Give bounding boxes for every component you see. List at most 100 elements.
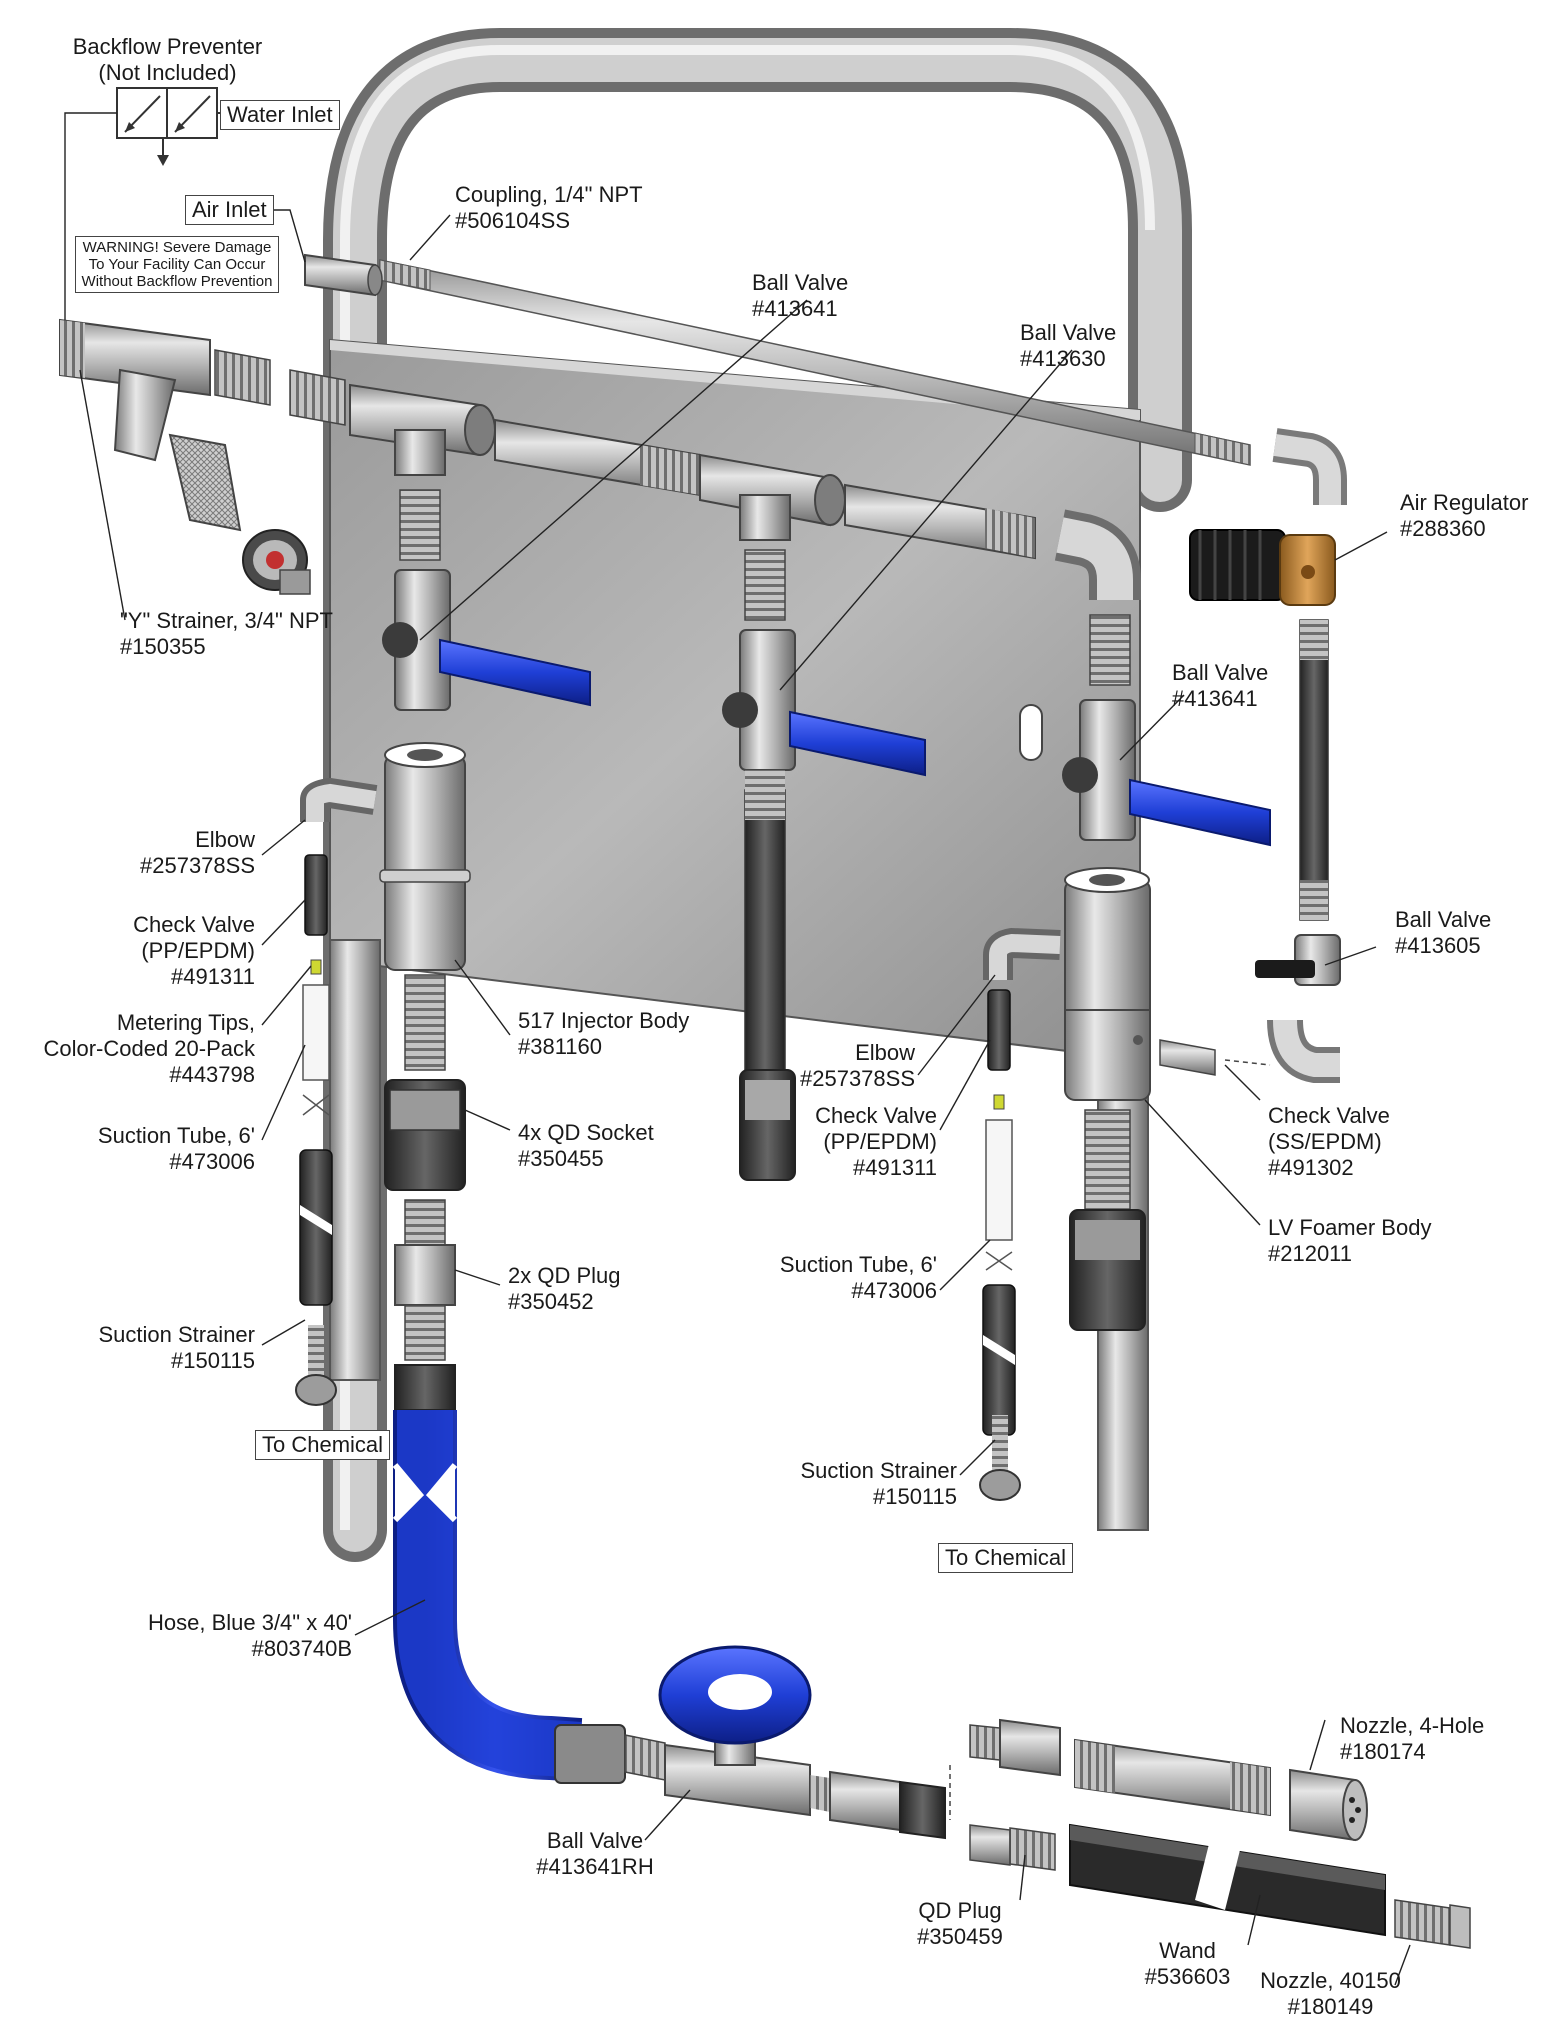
warning-line1: WARNING! Severe Damage	[82, 239, 272, 256]
hose-label: Hose, Blue 3/4" x 40' #803740B	[100, 1610, 352, 1662]
qd-plug-upper-part	[969, 1718, 1061, 1777]
center-outlet-part	[739, 770, 796, 1181]
qd-plug-350459-label: QD Plug #350459	[905, 1898, 1015, 1950]
y-strainer-name: "Y" Strainer, 3/4" NPT	[120, 608, 333, 633]
nozzle-40150-part: #180149	[1287, 1994, 1374, 2019]
wand-part: #536603	[1144, 1964, 1231, 1989]
qd-socket-label: 4x QD Socket #350455	[518, 1120, 654, 1172]
suction-tube-left-label: Suction Tube, 6' #473006	[60, 1123, 255, 1175]
ball-valve-413630-name: Ball Valve	[1020, 320, 1117, 345]
check-valve-right-part: #491311	[852, 1155, 937, 1180]
ball-valve-center-part	[722, 549, 926, 777]
metering-tips-line2: Color-Coded 20-Pack	[43, 1036, 255, 1061]
backflow-line1: Backflow Preventer	[72, 34, 263, 59]
ball-valve-rh-label: Ball Valve #413641RH	[530, 1828, 660, 1880]
elbow-left-label: Elbow #257378SS	[100, 827, 255, 879]
check-valve-left-line1: Check Valve	[133, 912, 255, 937]
ball-valve-413630-part: #413630	[1020, 346, 1106, 371]
ball-valve-413641-right-part: #413641	[1172, 686, 1258, 711]
lv-foamer-body-part	[1064, 867, 1151, 1331]
check-valve-left-part	[304, 854, 328, 936]
to-chemical-right-label: To Chemical	[938, 1543, 1074, 1573]
suction-strainer-left-part: #150115	[170, 1348, 255, 1373]
coupling-part	[304, 253, 383, 297]
check-valve-ss-line1: Check Valve	[1268, 1103, 1390, 1128]
check-valve-right-line1: Check Valve	[815, 1103, 937, 1128]
nozzle-4hole-label: Nozzle, 4-Hole #180174	[1340, 1713, 1484, 1765]
ball-valve-413641-top-name: Ball Valve	[752, 270, 849, 295]
qd-plug-left	[394, 1199, 456, 1411]
backflow-preventer-label: Backflow Preventer (Not Included)	[55, 34, 280, 86]
ball-valve-413641-right-label: Ball Valve #413641	[1172, 660, 1268, 712]
qd-socket-left	[384, 1079, 466, 1191]
air-elbow-part	[1272, 428, 1347, 505]
ball-valve-413605-label: Ball Valve #413605	[1395, 907, 1491, 959]
check-valve-left-label: Check Valve (PP/EPDM) #491311	[100, 912, 255, 990]
injector-body-label: 517 Injector Body #381160	[518, 1008, 689, 1060]
y-strainer-part-number: #150355	[120, 634, 206, 659]
suction-tube-right-part: #473006	[851, 1278, 937, 1303]
qd-socket-name: 4x QD Socket	[518, 1120, 654, 1145]
check-valve-ss-line2: (SS/EPDM)	[1268, 1129, 1382, 1154]
suction-strainer-left-label: Suction Strainer #150115	[60, 1322, 255, 1374]
water-inlet-label: Water Inlet	[220, 100, 340, 130]
hose-part: #803740B	[251, 1636, 352, 1661]
blue-hose-part	[392, 1410, 666, 1784]
air-regulator-part: #288360	[1400, 516, 1486, 541]
check-valve-right-part	[987, 989, 1011, 1071]
air-nipple-part	[1299, 619, 1329, 921]
warning-line2: To Your Facility Can Occur	[88, 256, 266, 273]
ball-valve-left-part	[382, 489, 591, 711]
check-valve-right-label: Check Valve (PP/EPDM) #491311	[770, 1103, 937, 1181]
injector-body-part: #381160	[518, 1034, 603, 1059]
wand-part	[1069, 1823, 1386, 1937]
ball-valve-rh-part: #413641RH	[536, 1854, 654, 1879]
lv-foamer-body-label: LV Foamer Body #212011	[1268, 1215, 1431, 1267]
check-valve-ss-part	[1159, 1039, 1271, 1076]
metering-tip-left	[310, 959, 322, 975]
metering-tips-label: Metering Tips, Color-Coded 20-Pack #4437…	[30, 1010, 255, 1088]
ball-valve-rh-name: Ball Valve	[546, 1828, 644, 1853]
ball-valve-413641-right-name: Ball Valve	[1172, 660, 1269, 685]
ball-valve-413605-name: Ball Valve	[1395, 907, 1492, 932]
check-valve-ss-part: #491302	[1268, 1155, 1354, 1180]
qd-plug-2x-name: 2x QD Plug	[508, 1263, 621, 1288]
air-regulator-name: Air Regulator	[1400, 490, 1529, 515]
nozzle-4hole-part	[1289, 1768, 1368, 1842]
ball-valve-413641-top-label: Ball Valve #413641	[752, 270, 848, 322]
air-regulator-label: Air Regulator #288360	[1400, 490, 1528, 542]
elbow-right-part	[983, 927, 1061, 980]
panel-slot	[1019, 704, 1043, 761]
qd-plug-350459-part	[969, 1824, 1056, 1871]
wand-label: Wand #536603	[1130, 1938, 1245, 1990]
elbow-right-part: #257378SS	[800, 1066, 915, 1091]
qd-plug-2x-label: 2x QD Plug #350452	[508, 1263, 621, 1315]
elbow-left-part	[300, 777, 378, 822]
metering-tip-right	[993, 1094, 1005, 1110]
nozzle-40150-name: Nozzle, 40150	[1260, 1968, 1401, 1993]
suction-strainer-right-label: Suction Strainer #150115	[760, 1458, 957, 1510]
suction-tube-right-name: Suction Tube, 6'	[779, 1252, 937, 1277]
qd-socket-bottom	[829, 1765, 951, 1840]
coupling-label: Coupling, 1/4" NPT #506104SS	[455, 182, 643, 234]
ball-valve-413605-part	[1255, 934, 1341, 1083]
metering-tips-line1: Metering Tips,	[116, 1010, 255, 1035]
suction-strainer-right-name: Suction Strainer	[800, 1458, 957, 1483]
cart-frame	[323, 27, 1192, 1562]
nozzle-40150-part	[1394, 1899, 1471, 1949]
suction-tube-left-part: #473006	[169, 1149, 255, 1174]
qd-plug-2x-part: #350452	[508, 1289, 594, 1314]
ball-valve-right-part	[1062, 614, 1271, 847]
lv-foamer-body-part: #212011	[1268, 1241, 1353, 1266]
elbow-right-label: Elbow #257378SS	[770, 1040, 915, 1092]
wand-name: Wand	[1159, 1938, 1216, 1963]
suction-tube-left-name: Suction Tube, 6'	[97, 1123, 255, 1148]
inlet-fittings	[214, 349, 346, 426]
qd-plug-350459-part: #350459	[917, 1924, 1003, 1949]
y-strainer-part	[59, 318, 311, 595]
elbow-right-name: Elbow	[855, 1040, 915, 1065]
suction-strainer-right-part: #150115	[872, 1484, 957, 1509]
suction-strainer-left-part	[295, 1325, 337, 1406]
coupling-part-number: #506104SS	[455, 208, 570, 233]
